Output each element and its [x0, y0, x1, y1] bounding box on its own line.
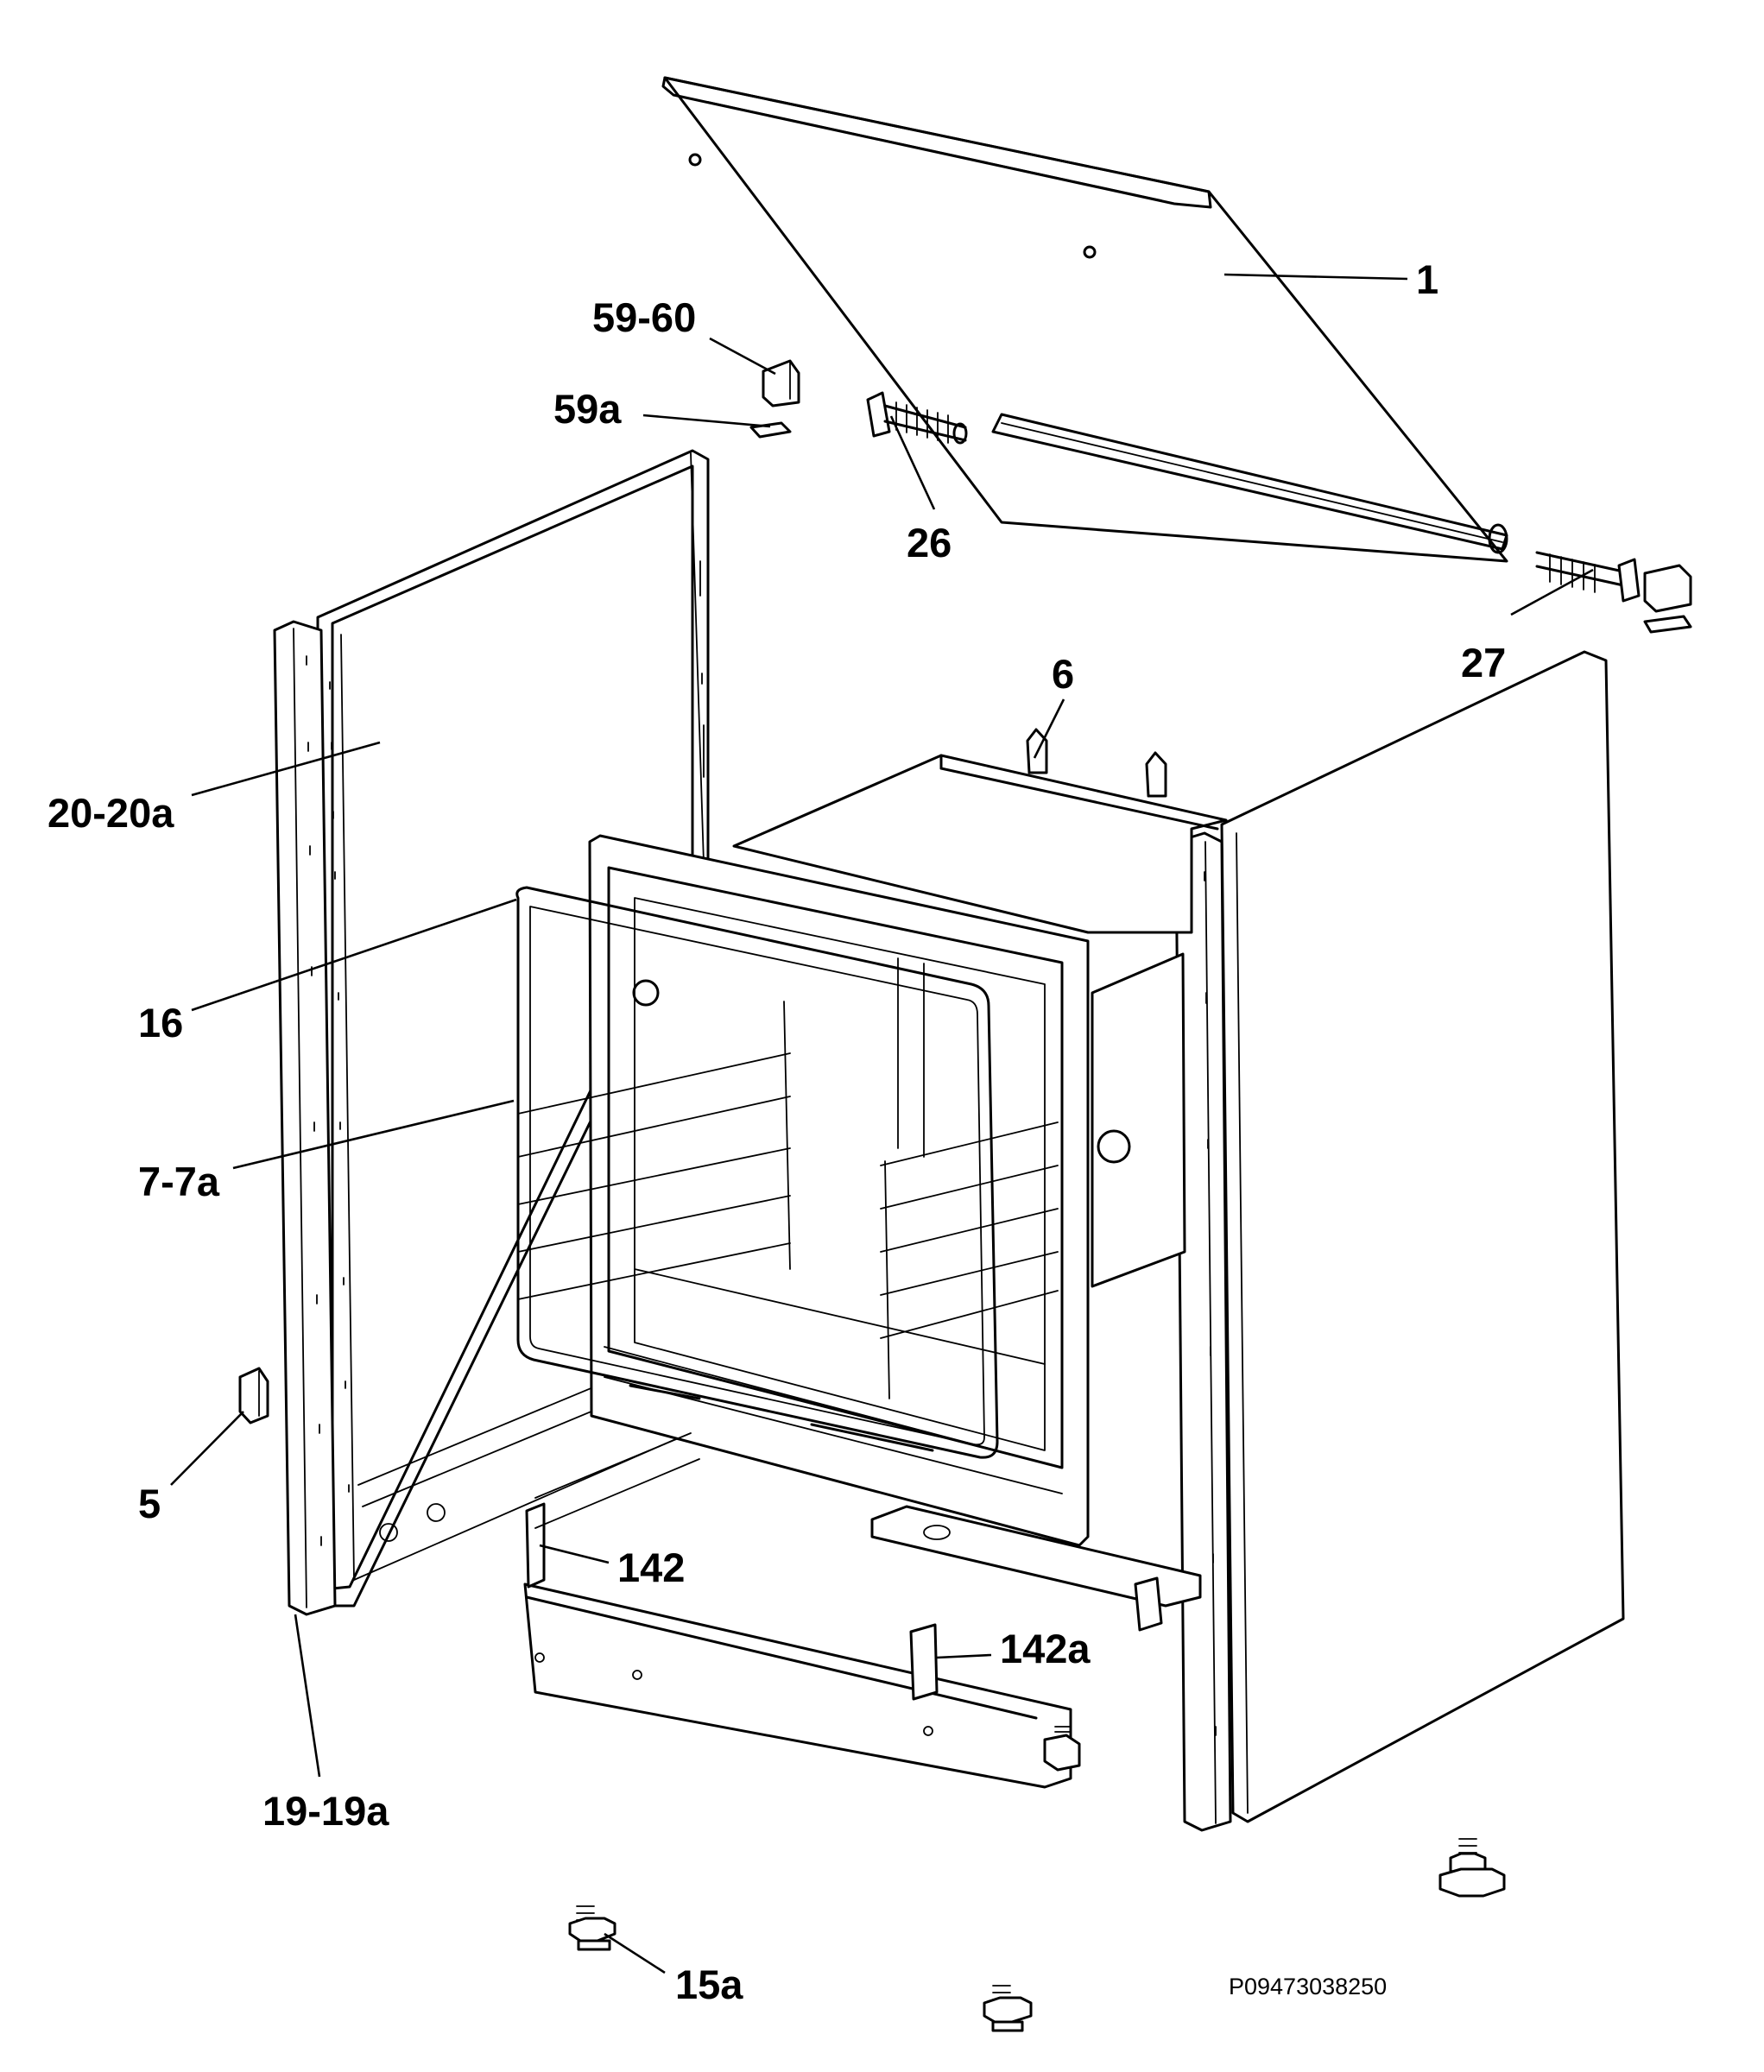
label-part-5: 5 — [138, 1481, 161, 1526]
left-front-strip — [273, 620, 337, 1616]
plinth-panel — [523, 1432, 1072, 1789]
label-part-7-7a: 7-7a — [138, 1159, 220, 1204]
hinge-pin-right — [1535, 551, 1692, 634]
part-labels: 1 59-60 59a 26 27 6 20-20a 16 7-7a 5 142… — [47, 256, 1506, 2007]
label-part-19-19a: 19-19a — [262, 1788, 389, 1834]
label-part-142a: 142a — [1000, 1626, 1091, 1671]
shelf-rack-left — [517, 1001, 791, 1300]
label-part-15a: 15a — [675, 1961, 743, 2007]
label-part-142: 142 — [617, 1545, 685, 1590]
foot-right — [1438, 1838, 1506, 1898]
foot-front-left — [568, 1905, 616, 1951]
label-part-59a: 59a — [553, 386, 622, 432]
door-seal — [515, 886, 999, 1459]
label-part-20-20a: 20-20a — [47, 790, 174, 836]
hinge-pin-left — [866, 391, 968, 445]
leader-lines — [170, 273, 1594, 1974]
oven-cavity — [588, 754, 1228, 1547]
foot-rear-plinth — [1043, 1726, 1081, 1772]
label-part-16: 16 — [138, 1000, 183, 1045]
top-brackets — [1026, 728, 1167, 798]
foot-front-center — [983, 1985, 1033, 2032]
top-panel — [661, 76, 1508, 563]
drawing-code: P09473038250 — [1229, 1974, 1387, 1999]
label-part-59-60: 59-60 — [592, 294, 696, 340]
shelf-rack-right — [880, 1121, 1059, 1399]
bracket-left — [238, 1367, 269, 1424]
label-part-26: 26 — [907, 520, 952, 565]
label-part-1: 1 — [1416, 256, 1438, 302]
rear-bottom-rail — [870, 1505, 1202, 1632]
right-side-panel — [1174, 650, 1625, 1832]
label-part-27: 27 — [1461, 640, 1506, 685]
label-part-6: 6 — [1052, 651, 1074, 697]
